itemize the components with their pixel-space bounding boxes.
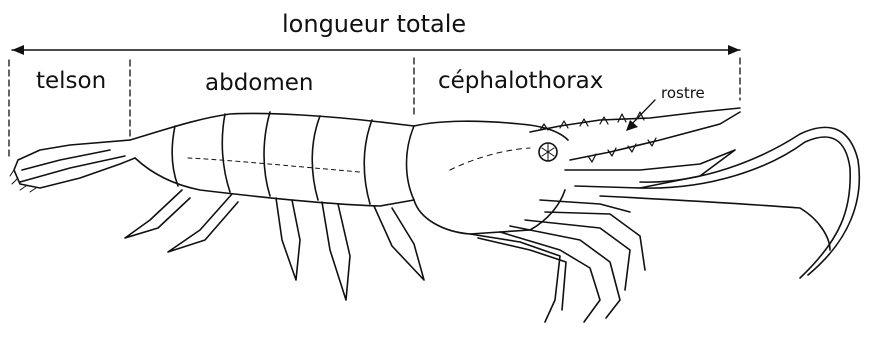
- abdomen-drawing: [125, 112, 424, 300]
- telson-drawing: [10, 140, 135, 192]
- telson-label: telson: [36, 70, 106, 93]
- total-length-arrow: [12, 45, 740, 55]
- cephalothorax-drawing: [407, 100, 860, 322]
- cephalothorax-label: céphalothorax: [438, 70, 603, 93]
- total-length-label: longueur totale: [282, 12, 466, 36]
- section-boundaries: [9, 58, 740, 158]
- abdomen-label: abdomen: [205, 72, 314, 95]
- rostrum-label: rostre: [661, 86, 705, 101]
